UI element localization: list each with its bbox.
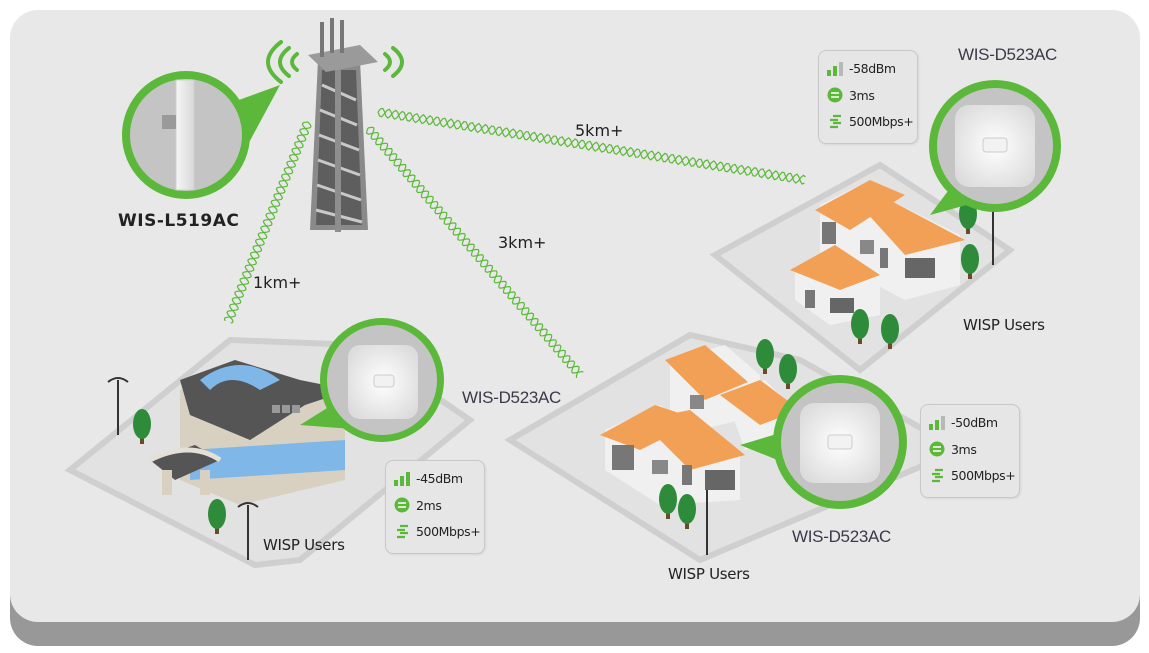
signal-strength-icon — [394, 471, 410, 486]
signal-strength-icon — [929, 415, 945, 430]
signal-value: -50dBm — [951, 415, 998, 430]
throughput-icon — [830, 114, 841, 129]
latency-row: 3ms — [827, 87, 875, 103]
site-label-office: WISP Users — [263, 536, 345, 554]
tree-icon — [133, 409, 151, 444]
throughput-icon — [932, 468, 943, 483]
cpe-model-label-office: WIS-D523AC — [462, 388, 562, 407]
tree-icon — [208, 499, 226, 534]
signal-strength-icon — [827, 61, 843, 76]
latency-icon — [827, 87, 843, 103]
site-label-houses-front: WISP Users — [668, 565, 750, 583]
throughput-value: 500Mbps+ — [951, 467, 1016, 483]
wave-link-5km — [377, 108, 806, 184]
signal-value: -58dBm — [849, 61, 896, 76]
trees — [133, 199, 979, 534]
wave-link-5km — [377, 107, 805, 185]
stats-panel-houses-back: -58dBm 3ms 500Mbps+ — [818, 50, 918, 144]
wireless-links — [223, 107, 806, 378]
wave-link-1km — [223, 121, 309, 322]
link-distance-5km: 5km+ — [575, 121, 624, 140]
base-station-callout — [122, 71, 280, 199]
latency-icon — [394, 497, 410, 513]
wave-link-3km — [367, 126, 584, 374]
office-building-icon — [148, 360, 350, 505]
tree-icon — [961, 244, 979, 279]
latency-icon — [929, 441, 945, 457]
cpe-callout-houses-back — [929, 80, 1061, 215]
signal-row: -50dBm — [929, 415, 998, 430]
throughput-row: 500Mbps+ — [929, 467, 1016, 483]
throughput-value: 500Mbps+ — [416, 523, 481, 539]
link-distance-3km: 3km+ — [498, 233, 547, 252]
wave-link-3km — [366, 127, 580, 378]
tree-icon — [779, 354, 797, 389]
throughput-row: 500Mbps+ — [394, 523, 481, 539]
cell-tower-icon — [308, 18, 378, 232]
latency-value: 3ms — [849, 87, 875, 103]
tree-icon — [659, 484, 677, 519]
link-distance-1km: 1km+ — [253, 273, 302, 292]
cpe-model-label-houses-front: WIS-D523AC — [792, 527, 892, 546]
stats-panel-houses-front: -50dBm 3ms 500Mbps+ — [920, 404, 1020, 498]
base-station-model-label: WIS-L519AC — [118, 211, 240, 231]
cpe-model-label-houses-back: WIS-D523AC — [958, 45, 1058, 64]
latency-row: 3ms — [929, 441, 977, 457]
tree-icon — [756, 339, 774, 374]
signal-row: -45dBm — [394, 471, 463, 486]
houses-back-icon — [790, 180, 965, 325]
latency-value: 3ms — [951, 441, 977, 457]
latency-value: 2ms — [416, 497, 442, 513]
tree-icon — [851, 309, 869, 344]
throughput-row: 500Mbps+ — [827, 113, 914, 129]
signal-waves-icon — [266, 40, 404, 84]
latency-row: 2ms — [394, 497, 442, 513]
signal-value: -45dBm — [416, 471, 463, 486]
cpe-callout-houses-front — [740, 375, 907, 509]
stats-panel-office: -45dBm 2ms 500Mbps+ — [385, 460, 485, 554]
tree-icon — [678, 494, 696, 529]
throughput-icon — [397, 524, 408, 539]
throughput-value: 500Mbps+ — [849, 113, 914, 129]
wave-link-1km — [226, 121, 312, 324]
lamp-post-icon — [107, 210, 994, 560]
tree-icon — [881, 314, 899, 349]
signal-row: -58dBm — [827, 61, 896, 76]
cpe-callout-office — [300, 318, 444, 442]
site-label-houses-back: WISP Users — [963, 316, 1045, 334]
